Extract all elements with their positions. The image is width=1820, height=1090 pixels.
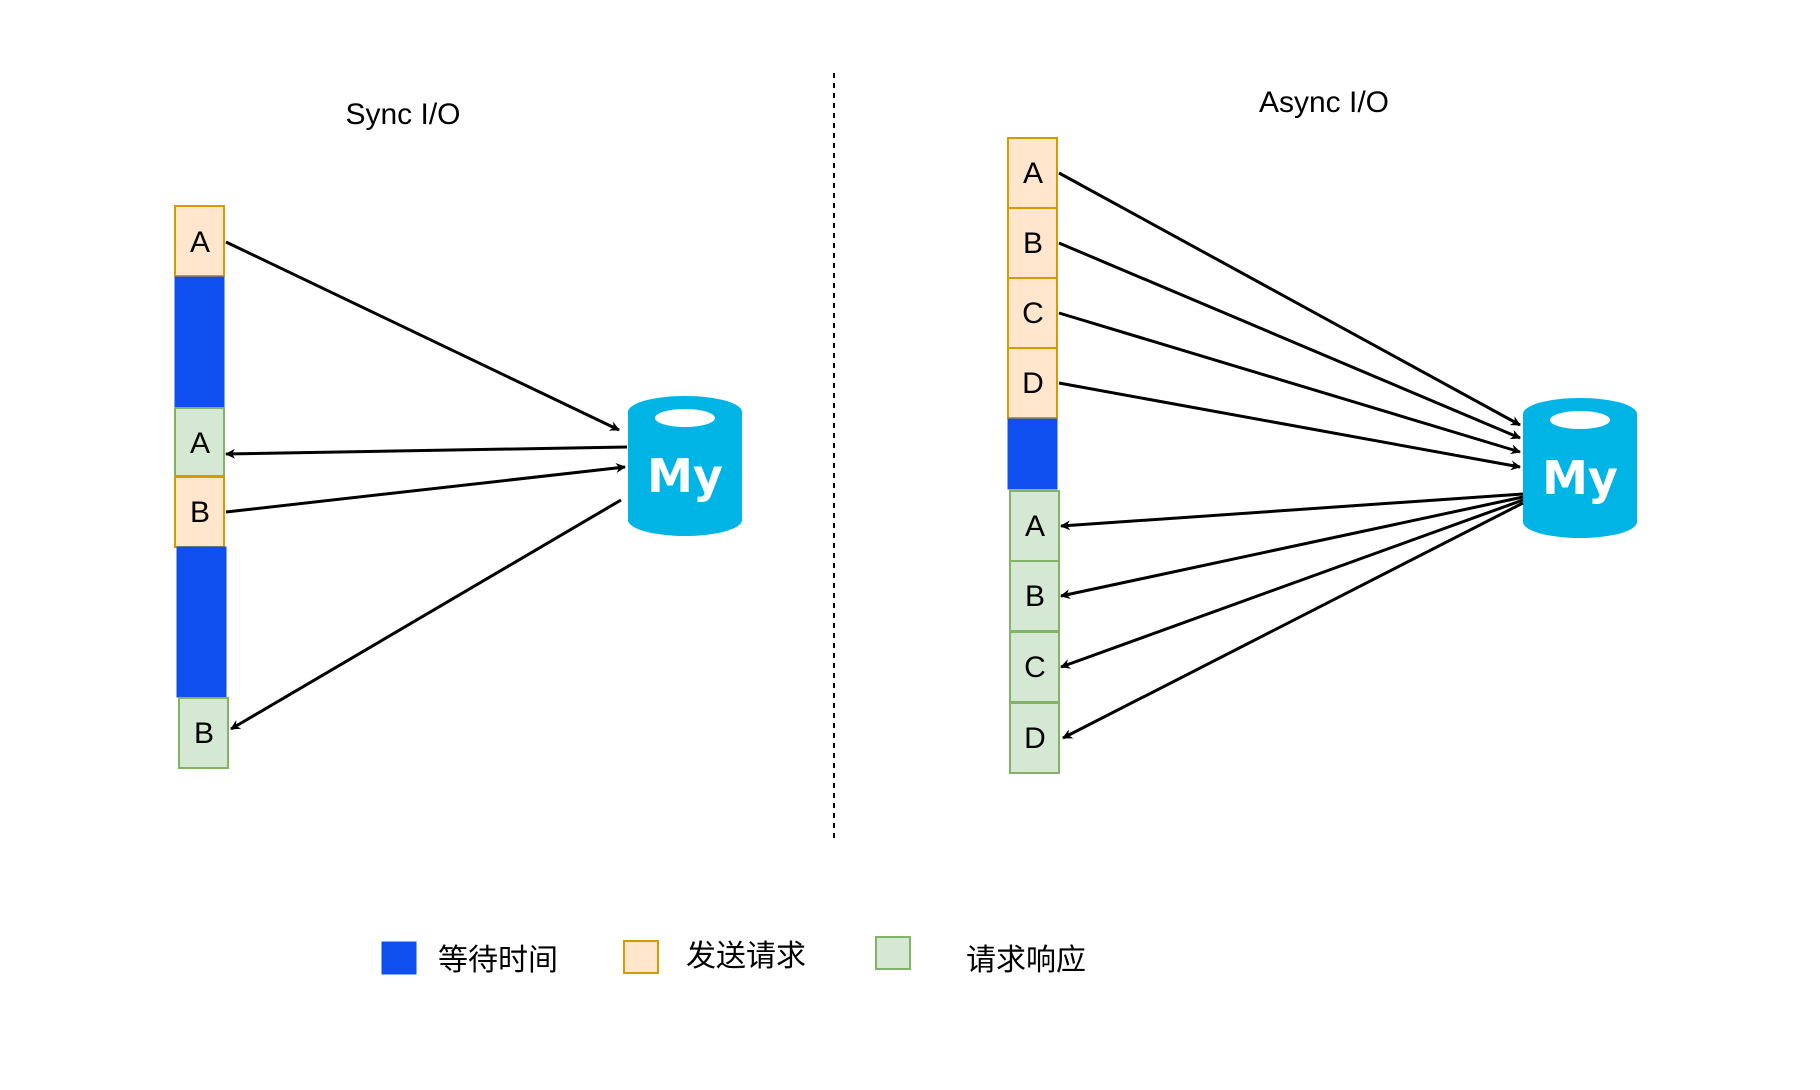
async-response-d-label: D [1024,722,1046,755]
sync-title: Sync I/O [345,98,460,131]
async-arrow-response-d [1062,501,1524,740]
legend-send-swatch [623,940,659,974]
legend: 等待时间 发送请求 请求响应 [381,936,1086,978]
sync-request-a [174,205,225,277]
async-arrow-send-c [1058,311,1521,455]
db-logo-text: My [647,449,723,503]
async-response-b [1009,560,1060,632]
async-arrow-send-d [1058,381,1521,471]
async-timeline: A B C D A B C D [1007,137,1060,774]
legend-response-swatch [875,936,911,970]
sync-timeline: A A B B [174,205,229,769]
async-arrow-response-a [1060,492,1524,531]
async-response-c-label: C [1024,651,1046,684]
async-arrow-response-c [1060,498,1524,669]
sync-response-a-label: A [190,427,210,460]
sync-request-b-label: B [190,496,210,529]
async-response-c [1009,631,1060,703]
async-wait-block [1007,418,1058,490]
legend-wait-label: 等待时间 [438,943,558,978]
sync-arrow-send-b [225,463,626,514]
sync-response-b [178,697,229,769]
sync-wait-block-2 [176,546,227,698]
async-title: Async I/O [1259,86,1389,119]
sync-arrow-send-a [225,240,620,432]
db-logo-text: My [1542,451,1618,505]
sync-arrow-response-a [225,445,628,459]
async-arrow-send-a [1058,171,1521,427]
async-response-b-label: B [1025,580,1045,613]
sync-database: My [628,396,742,536]
async-arrow-response-b [1060,495,1524,600]
async-database: My [1523,398,1637,538]
sync-wait-block-1 [174,276,225,408]
async-request-d [1007,347,1058,419]
sync-arrow-response-b [230,498,622,731]
async-arrows [1058,171,1524,740]
async-arrow-send-b [1058,241,1521,440]
legend-wait-swatch [381,941,417,975]
sync-response-b-label: B [194,717,214,750]
async-request-c-label: C [1022,297,1044,330]
async-request-b-label: B [1023,227,1043,260]
async-response-d [1009,702,1060,774]
async-response-a [1009,490,1060,562]
async-response-a-label: A [1025,510,1045,543]
sync-request-a-label: A [190,226,210,259]
async-request-d-label: D [1022,367,1044,400]
async-request-a-label: A [1023,157,1043,190]
sync-arrows [225,240,628,731]
legend-response-label: 请求响应 [966,943,1086,978]
legend-send-label: 发送请求 [686,939,806,974]
